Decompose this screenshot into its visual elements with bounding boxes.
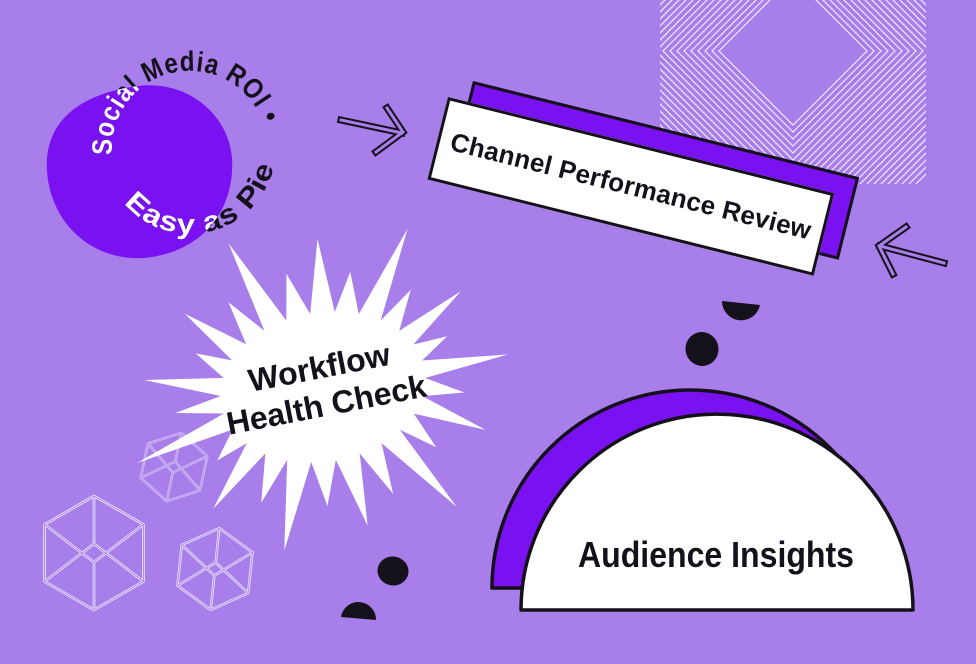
wireframe-cubes [43,431,254,612]
dot-circle-bottom [377,556,409,586]
dot-semicircle-top [721,301,760,321]
dome-card [519,412,915,612]
dome-label: Audience Insights [578,534,854,575]
dome-group: Audience Insights [490,388,915,612]
dot-semicircle-bottom [341,602,377,620]
arrow-right-icon [336,103,408,157]
arrow-left-icon [874,222,949,279]
roi-blob [46,85,233,259]
dot-circle-top [685,332,719,366]
starburst-shape [136,228,508,551]
